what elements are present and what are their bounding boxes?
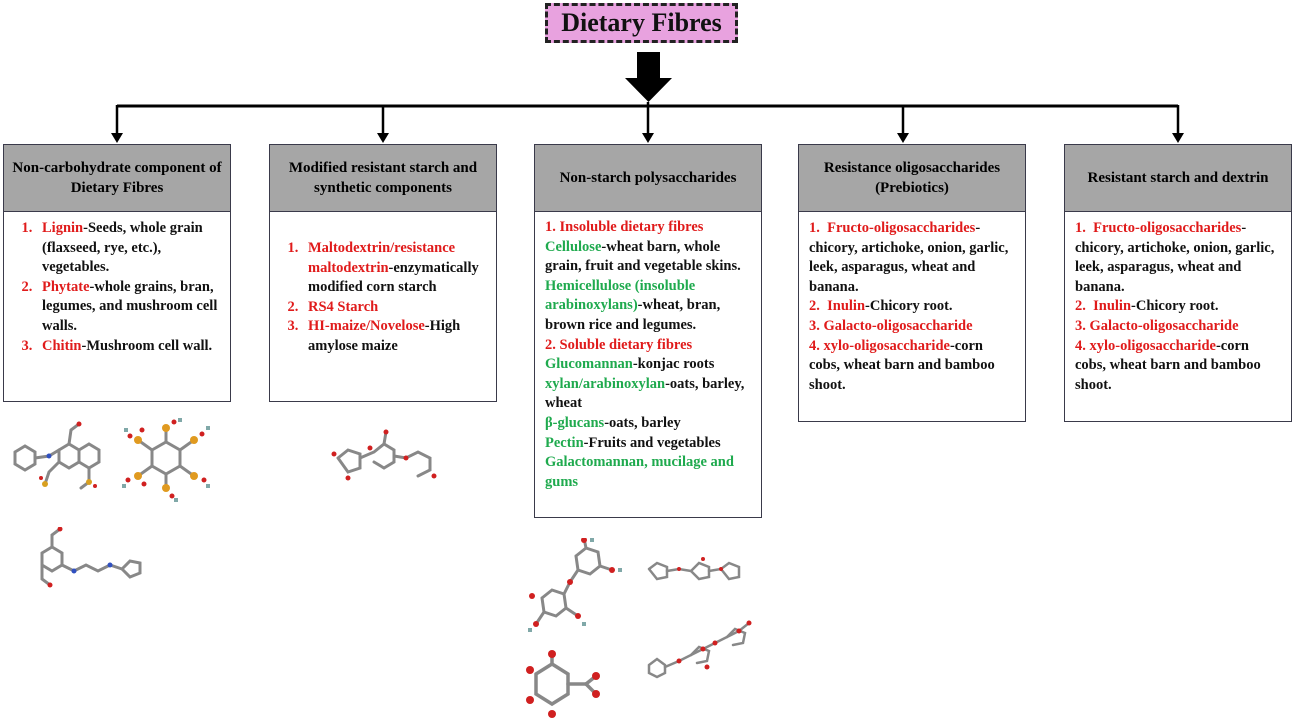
list-item: Chitin-Mushroom cell wall. [36, 337, 220, 357]
phytate-molecule-image [122, 418, 210, 502]
list-item: Hemicellulose (insoluble arabinoxylans)-… [545, 277, 721, 333]
list-item: Phytate-whole grains, bran, legumes, and… [36, 278, 220, 337]
branch-arrow-2 [377, 105, 389, 143]
list-item: Maltodextrin/resistance maltodextrin-enz… [302, 239, 486, 298]
section-label-insoluble: 1. Insoluble dietary fibres [545, 219, 704, 235]
category-header-non-starch-polysaccharides: Non-starch polysaccharides [534, 144, 762, 212]
category-header-non-carbohydrate: Non-carbohydrate component of Dietary Fi… [3, 144, 231, 212]
category-body-resistant-starch-dextrin: 1. Fructo-oligosaccharides-chicory, arti… [1064, 212, 1292, 422]
list-item: 4. xylo-oligosaccharide-corn cobs, wheat… [1075, 337, 1261, 393]
list-item: 3. Galacto-oligosaccharide [809, 317, 973, 334]
pectin-molecule-image [526, 650, 600, 718]
list-item: Lignin-Seeds, whole grain (flaxseed, rye… [36, 219, 220, 278]
diagram-title-text: Dietary Fibres [561, 8, 722, 37]
branch-arrow-3 [642, 102, 654, 143]
hemicellulose-molecule-image [647, 557, 741, 581]
section-label-soluble: 2. Soluble dietary fibres [545, 336, 693, 353]
list-item: β-glucans-oats, barley [545, 414, 681, 431]
category-header-modified-resistant-starch: Modified resistant starch and synthetic … [269, 144, 497, 212]
branch-arrow-4 [897, 105, 909, 143]
list-item: 2. Inulin-Chicory root. [809, 298, 953, 315]
list-item: 1. Fructo-oligosaccharides-chicory, arti… [1075, 220, 1275, 295]
category-header-resistant-starch-dextrin: Resistant starch and dextrin [1064, 144, 1292, 212]
list-item: HI-maize/Novelose-High amylose maize [302, 317, 486, 356]
list-item: Pectin-Fruits and vegetables [545, 434, 721, 451]
chitin-molecule-image [40, 527, 142, 588]
list-item: xylan/arabinoxylan-oats, barley, wheat [545, 375, 745, 412]
main-down-arrow [625, 52, 672, 102]
category-body-non-starch-polysaccharides: 1. Insoluble dietary fibres Cellulose-wh… [534, 212, 762, 518]
list-item: Galactomannan, mucilage and gums [545, 454, 734, 490]
category-header-resistance-oligosaccharides: Resistance oligosaccharides (Prebiotics) [798, 144, 1026, 212]
category-body-modified-resistant-starch: Maltodextrin/resistance maltodextrin-enz… [269, 212, 497, 402]
category-body-non-carbohydrate: Lignin-Seeds, whole grain (flaxseed, rye… [3, 212, 231, 402]
branch-arrow-5 [1172, 105, 1184, 143]
list-item: 3. Galacto-oligosaccharide [1075, 317, 1239, 334]
list-item: 1. Fructo-oligosaccharides-chicory, arti… [809, 220, 1009, 295]
list-item: Cellulose-wheat barn, whole grain, fruit… [545, 238, 741, 275]
inulin-molecule-image [647, 620, 752, 679]
category-body-resistance-oligosaccharides: 1. Fructo-oligosaccharides-chicory, arti… [798, 212, 1026, 422]
diagram-title: Dietary Fibres [545, 3, 738, 43]
cellulose-molecule-image [528, 538, 622, 632]
list-item: RS4 Starch [302, 298, 486, 318]
list-item: 2. Inulin-Chicory root. [1075, 298, 1219, 315]
lignin-molecule-image [13, 421, 101, 490]
branch-arrow-1 [111, 105, 123, 143]
maltodextrin-molecule-image [331, 429, 437, 481]
list-item: 4. xylo-oligosaccharide-corn cobs, wheat… [809, 337, 995, 393]
list-item: Glucomannan-konjac roots [545, 356, 715, 373]
